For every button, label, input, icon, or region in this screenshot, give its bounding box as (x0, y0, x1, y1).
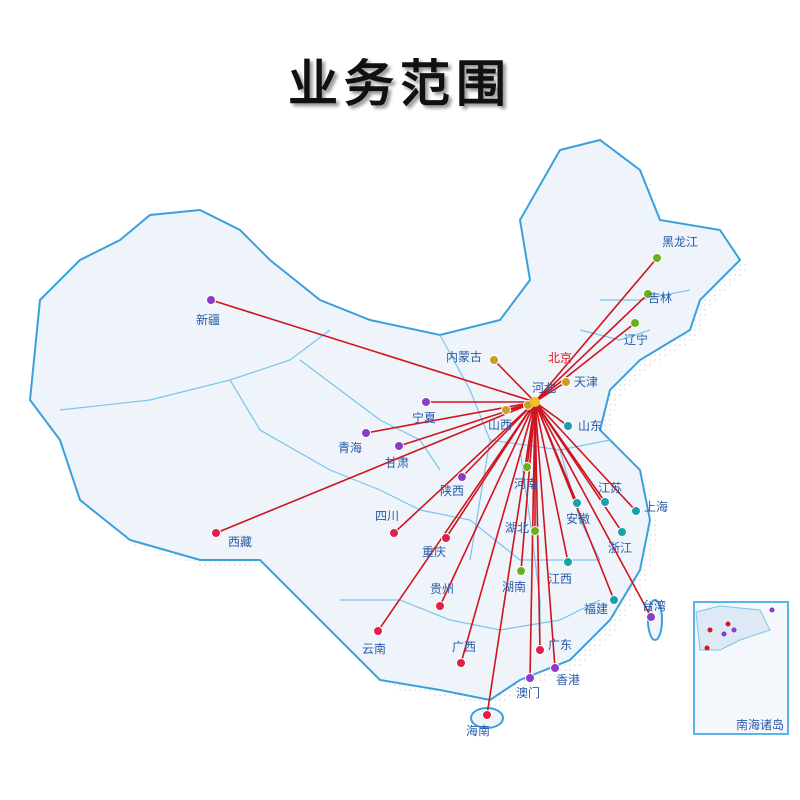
province-label: 内蒙古 (446, 349, 482, 364)
connection-line (398, 401, 536, 447)
province-label: 甘肃 (385, 456, 409, 470)
connection-line (534, 401, 652, 618)
connection-line (215, 401, 536, 534)
province-label: 宁夏 (412, 410, 436, 425)
province-marker[interactable] (435, 601, 445, 611)
province-label: 广东 (548, 638, 572, 652)
province-label: 海南 (466, 723, 490, 738)
province-label: 上海 (644, 499, 668, 514)
province-marker[interactable] (617, 527, 627, 537)
province-label: 陕西 (440, 483, 464, 498)
province-label: 贵州 (430, 582, 454, 596)
province-label: 河北 (532, 381, 556, 395)
page-title: 业务范围 (288, 55, 512, 113)
province-marker[interactable] (373, 626, 383, 636)
province-marker[interactable] (421, 397, 431, 407)
connection-line (534, 401, 541, 651)
province-marker[interactable] (572, 498, 582, 508)
inset-label: 南海诸岛 (736, 717, 784, 732)
province-label: 河南 (514, 476, 538, 491)
connection-line (534, 322, 636, 403)
province-label: 辽宁 (624, 332, 648, 347)
province-marker[interactable] (631, 506, 641, 516)
province-marker[interactable] (535, 645, 545, 655)
province-label: 云南 (362, 641, 386, 656)
province-marker[interactable] (516, 566, 526, 576)
province-marker[interactable] (457, 472, 467, 482)
province-marker[interactable] (206, 295, 216, 305)
province-marker[interactable] (525, 673, 535, 683)
connection-line (534, 401, 623, 533)
province-marker[interactable] (456, 658, 466, 668)
province-label: 吉林 (648, 291, 672, 305)
province-markers (206, 253, 662, 720)
connection-line (393, 401, 536, 534)
province-marker[interactable] (643, 289, 653, 299)
province-label: 山西 (488, 418, 512, 432)
province-marker[interactable] (489, 355, 499, 365)
province-label: 天津 (574, 375, 598, 389)
province-marker[interactable] (600, 497, 610, 507)
province-marker[interactable] (561, 377, 571, 387)
province-marker[interactable] (522, 462, 532, 472)
province-label: 湖北 (505, 520, 529, 535)
connection-line (529, 401, 536, 679)
province-label: 台湾 (642, 598, 666, 613)
connection-line (534, 401, 556, 669)
hub-label: 北京 (548, 351, 572, 365)
connection-line (534, 401, 637, 512)
province-label: 福建 (584, 601, 608, 616)
province-label: 黑龙江 (662, 235, 698, 249)
province-marker[interactable] (389, 528, 399, 538)
province-marker[interactable] (652, 253, 662, 263)
connection-line (486, 401, 536, 716)
province-label: 西藏 (228, 535, 252, 549)
connection-line (377, 401, 536, 632)
province-label: 江苏 (598, 481, 622, 495)
province-marker[interactable] (563, 421, 573, 431)
connection-line (534, 257, 658, 403)
province-label: 江西 (548, 572, 572, 586)
province-marker[interactable] (609, 595, 619, 605)
connection-line (534, 293, 649, 403)
province-marker[interactable] (211, 528, 221, 538)
connection-line (493, 359, 536, 403)
connection-line (210, 299, 536, 403)
province-label: 青海 (338, 440, 362, 455)
province-marker[interactable] (530, 526, 540, 536)
connection-lines (210, 257, 658, 716)
connection-line (461, 401, 536, 478)
province-label: 澳门 (516, 685, 540, 700)
province-label: 新疆 (196, 312, 220, 327)
province-marker[interactable] (361, 428, 371, 438)
province-label: 山东 (578, 419, 602, 433)
south-china-sea-inset: 南海诸岛 (693, 601, 789, 735)
province-marker[interactable] (563, 557, 573, 567)
province-label: 四川 (375, 509, 399, 523)
province-marker[interactable] (646, 612, 656, 622)
province-marker[interactable] (441, 533, 451, 543)
connection-line (534, 401, 569, 427)
china-outline (28, 138, 742, 702)
province-label: 浙江 (608, 541, 632, 555)
province-marker[interactable] (501, 405, 511, 415)
province-label: 重庆 (422, 545, 446, 559)
connection-line (460, 401, 536, 664)
connection-line (520, 401, 536, 572)
hub-marker[interactable] (530, 397, 540, 407)
connection-line (534, 401, 569, 563)
province-label: 湖南 (502, 579, 526, 594)
province-marker[interactable] (482, 710, 492, 720)
province-marker[interactable] (550, 663, 560, 673)
province-label: 安徽 (566, 511, 590, 526)
province-label: 广西 (452, 640, 476, 654)
connection-line (439, 401, 536, 607)
province-label: 香港 (556, 673, 580, 687)
province-marker[interactable] (394, 441, 404, 451)
province-marker[interactable] (630, 318, 640, 328)
